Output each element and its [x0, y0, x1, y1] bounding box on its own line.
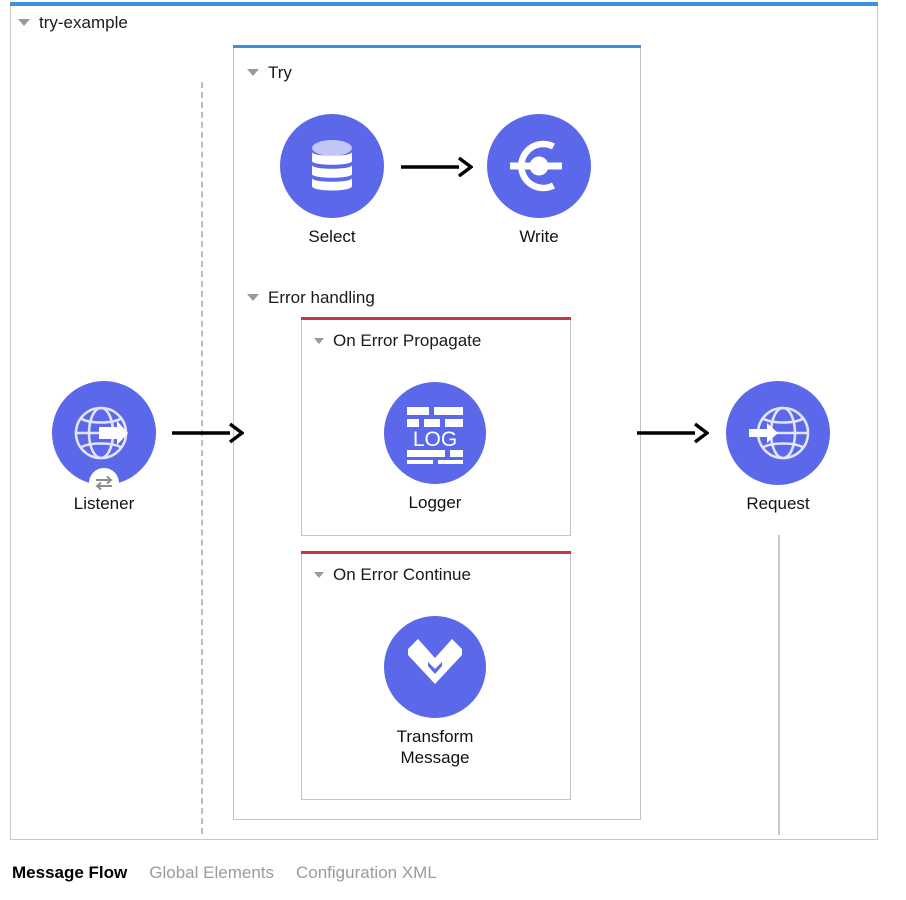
svg-text:LOG: LOG	[413, 428, 457, 451]
exchange-arrows-icon	[89, 468, 119, 498]
tab-message-flow[interactable]: Message Flow	[12, 863, 128, 882]
node-logger[interactable]: LOG Logger	[360, 382, 510, 514]
logger-log-icon[interactable]: LOG	[384, 382, 486, 484]
on-error-propagate-accent-bar	[301, 317, 571, 321]
source-process-separator	[201, 82, 203, 834]
triangle-down-icon[interactable]	[314, 337, 324, 344]
connector-select-to-write	[401, 155, 474, 184]
triangle-down-icon[interactable]	[314, 571, 324, 578]
flow-header[interactable]: try-example	[18, 14, 128, 31]
node-transform-message[interactable]: Transform Message	[360, 616, 510, 768]
on-error-propagate-label: On Error Propagate	[333, 331, 482, 350]
node-select[interactable]: Select	[257, 114, 407, 248]
tab-configuration-xml[interactable]: Configuration XML	[296, 863, 437, 882]
database-write-icon[interactable]	[487, 114, 591, 218]
tab-global-elements[interactable]: Global Elements	[149, 863, 274, 882]
node-write[interactable]: Write	[464, 114, 614, 248]
flow-accent-bar	[10, 2, 878, 6]
node-label: Request	[746, 494, 810, 513]
triangle-down-icon[interactable]	[247, 69, 259, 76]
on-error-continue-header[interactable]: On Error Continue	[314, 566, 471, 583]
on-error-propagate-header[interactable]: On Error Propagate	[314, 332, 481, 349]
node-label: Transform Message	[396, 727, 474, 767]
request-connector-line	[778, 535, 780, 835]
try-accent-bar	[233, 45, 641, 49]
triangle-down-icon[interactable]	[18, 19, 30, 26]
transform-message-dataweave-icon[interactable]	[384, 616, 486, 718]
try-scope-label: Try	[268, 63, 292, 82]
node-listener[interactable]: Listener	[29, 381, 179, 515]
on-error-continue-accent-bar	[301, 551, 571, 555]
triangle-down-icon[interactable]	[247, 294, 259, 301]
node-label: Logger	[408, 493, 462, 512]
http-request-globe-icon[interactable]	[726, 381, 830, 485]
error-handling-header[interactable]: Error handling	[247, 289, 375, 306]
try-scope-header[interactable]: Try	[247, 64, 292, 81]
flow-name-label: try-example	[39, 13, 128, 32]
node-label: Write	[519, 227, 559, 246]
flow-canvas[interactable]: try-example Try Select Write	[0, 0, 906, 846]
node-label: Listener	[73, 494, 135, 513]
on-error-continue-label: On Error Continue	[333, 565, 471, 584]
error-handling-label: Error handling	[268, 288, 375, 307]
http-listener-globe-icon[interactable]	[52, 381, 156, 498]
connector-listener-to-try	[172, 421, 245, 450]
editor-tab-bar[interactable]: Message Flow Global Elements Configurati…	[0, 846, 906, 900]
node-request[interactable]: Request	[703, 381, 853, 515]
database-select-icon[interactable]	[280, 114, 384, 218]
node-label: Select	[308, 227, 356, 246]
connector-try-to-request	[637, 421, 710, 450]
